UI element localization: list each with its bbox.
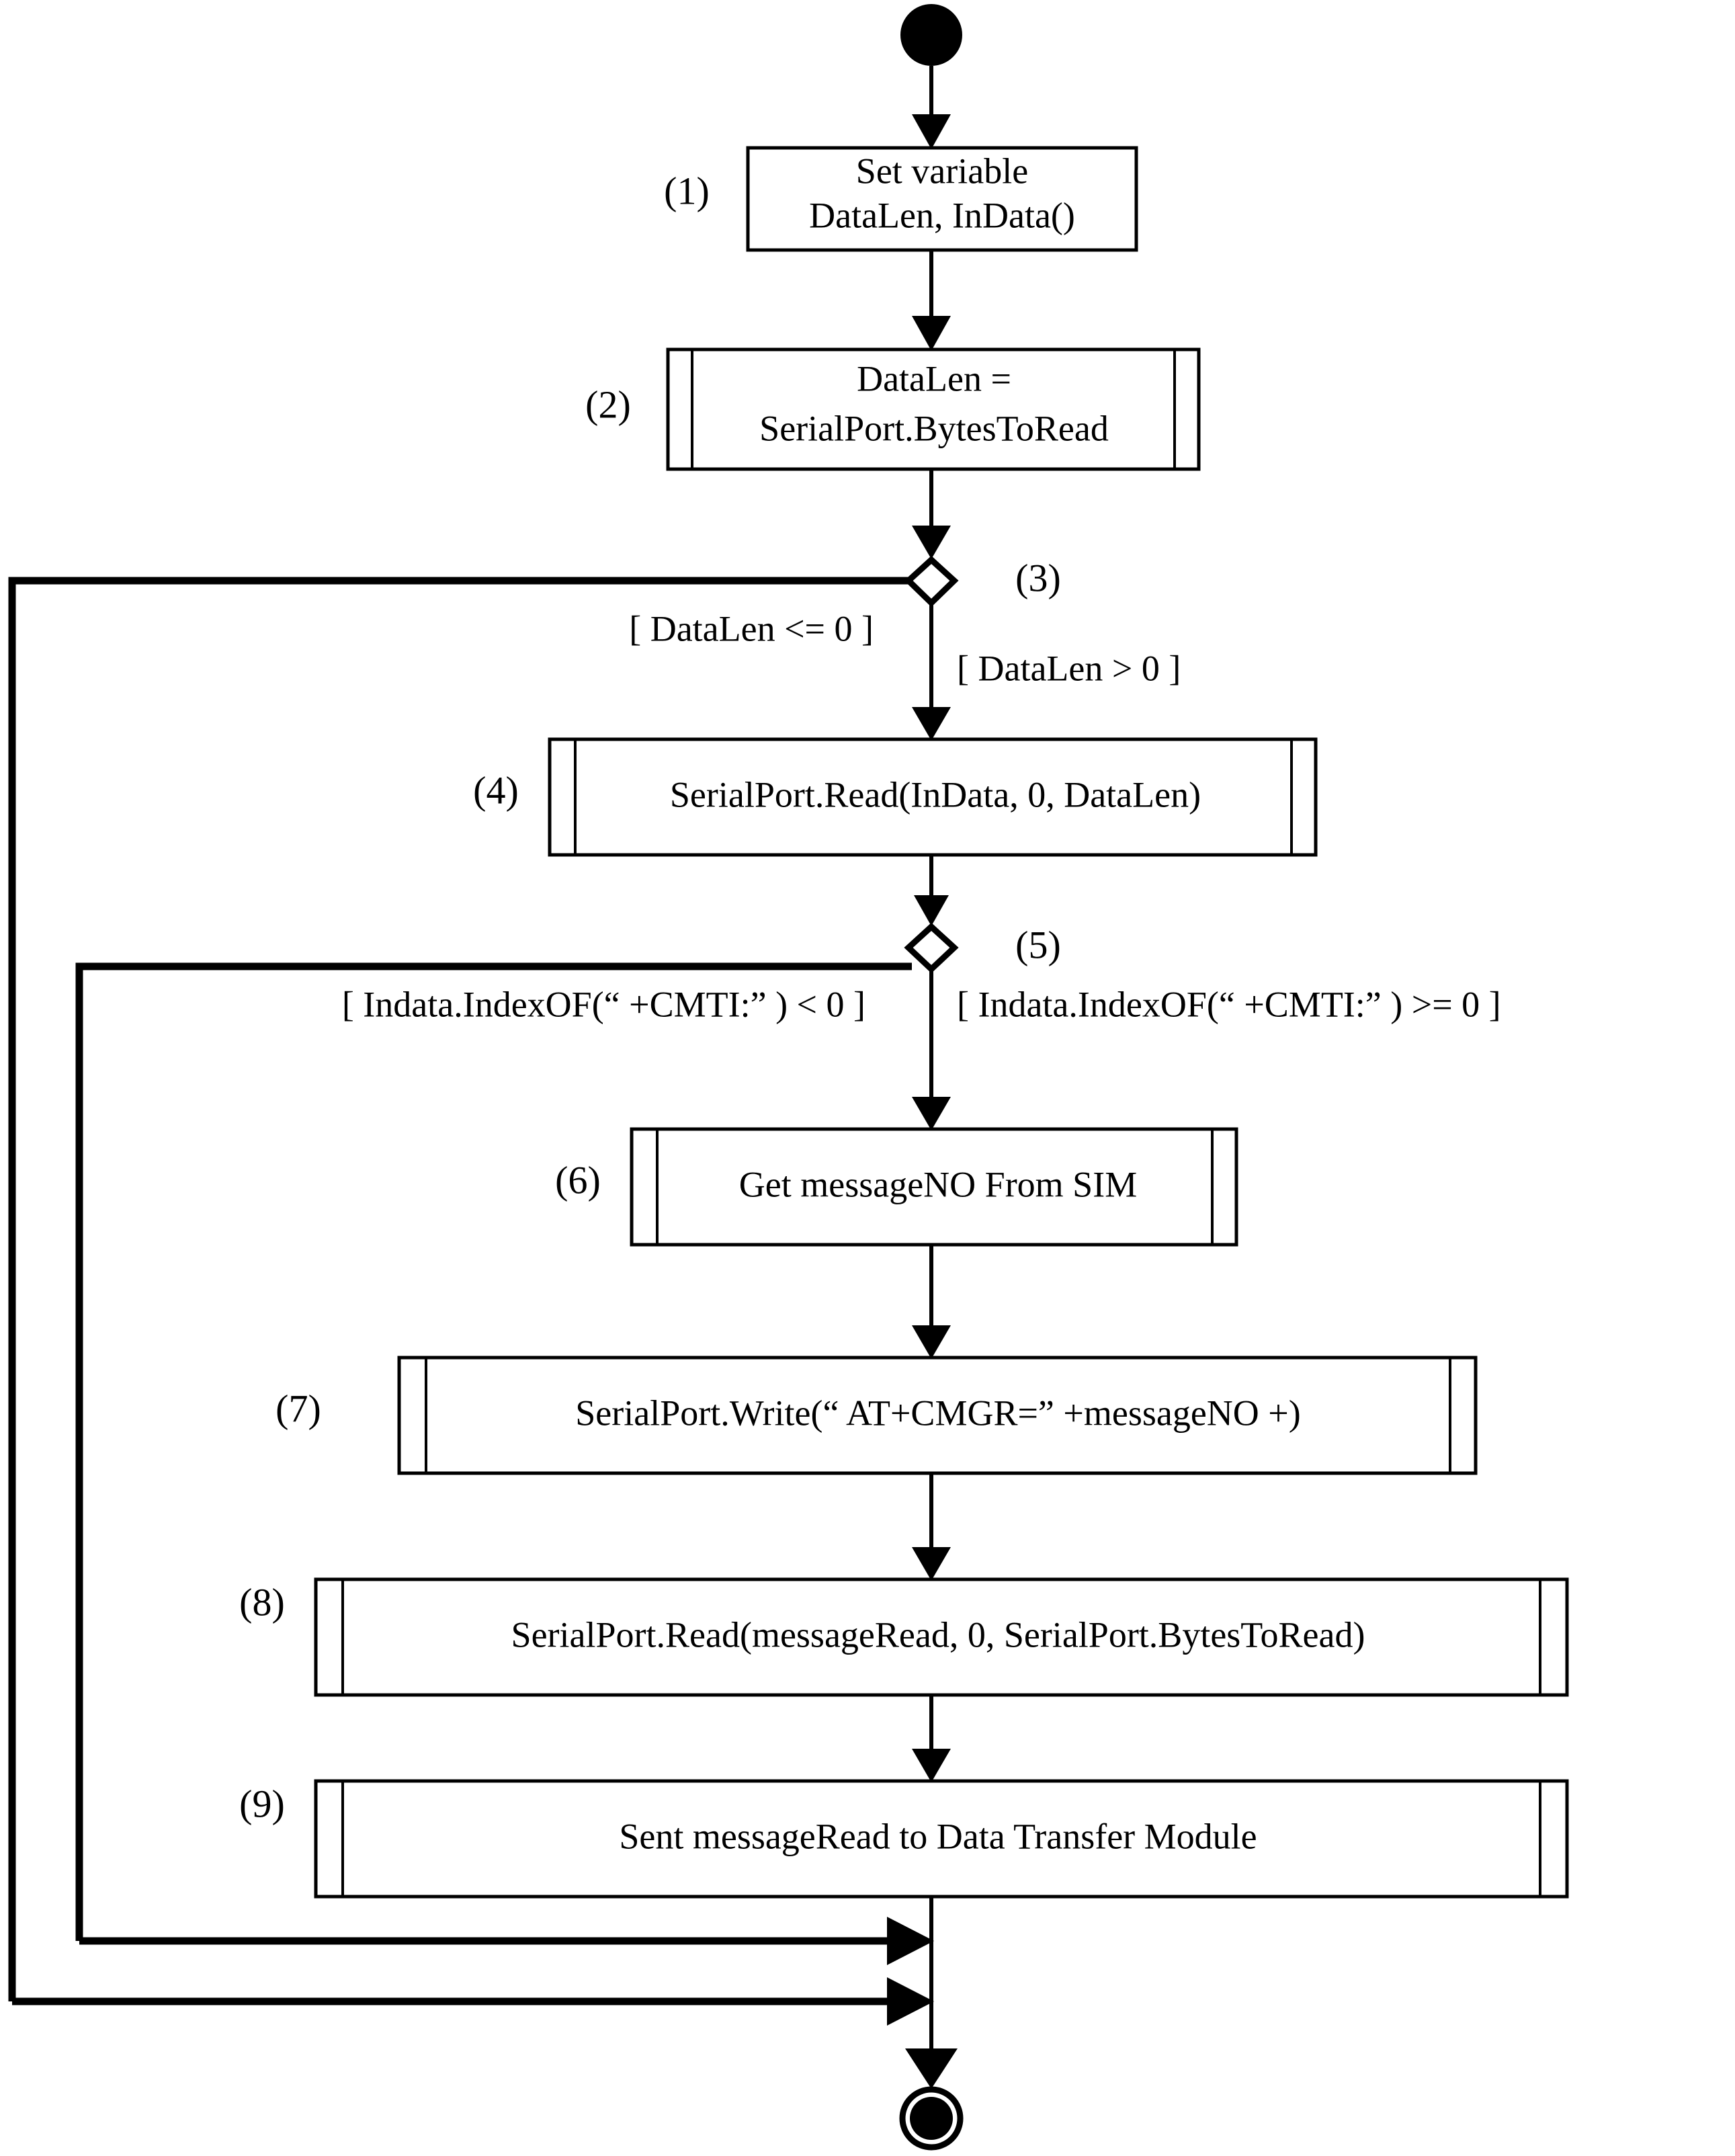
- action-box-6-line-1: Get messageNO From SIM: [739, 1164, 1137, 1204]
- step-number-4: (4): [473, 768, 519, 812]
- action-box-1-line-1: Set variable: [856, 151, 1028, 191]
- arrowhead-2-to-3: [912, 526, 951, 559]
- action-box-7: [397, 1356, 1478, 1475]
- action-box-2-line-2: SerialPort.BytesToRead: [759, 408, 1109, 448]
- action-box-4-line-1: SerialPort.Read(InData, 0, DataLen): [670, 774, 1201, 815]
- guard-label-5-left: [ Indata.IndexOF(“ +CMTI:” ) < 0 ]: [342, 984, 865, 1024]
- arrowhead-1-to-2: [912, 316, 951, 351]
- arrowhead-7-to-8: [912, 1547, 951, 1581]
- action-box-8-line-1: SerialPort.Read(messageRead, 0, SerialPo…: [511, 1614, 1365, 1655]
- guard-label-3-left: [ DataLen <= 0 ]: [629, 608, 874, 649]
- action-box-9-line-1: Sent messageRead to Data Transfer Module: [619, 1816, 1257, 1856]
- arrowhead-start-to-1: [912, 114, 951, 149]
- loop-edge-outer-from-3: [8, 577, 908, 2001]
- step-number-5: (5): [1015, 923, 1061, 966]
- arrowhead-loop-merge-outer: [887, 1977, 934, 2026]
- step-number-6: (6): [555, 1158, 601, 1202]
- loop-edge-inner-from-5: [75, 962, 912, 1941]
- arrowhead-3-to-4: [912, 707, 951, 741]
- initial-node: [900, 4, 962, 66]
- action-box-1: [746, 146, 1138, 252]
- action-box-7-line-1: SerialPort.Write(“ AT+CMGR=” +messageNO …: [575, 1393, 1300, 1433]
- action-box-4: [548, 737, 1318, 857]
- step-number-1: (1): [664, 169, 710, 212]
- step-number-7: (7): [276, 1386, 321, 1430]
- step-number-2: (2): [585, 382, 631, 426]
- arrowhead-4-to-5: [914, 895, 949, 926]
- decision-node-3: [904, 555, 959, 608]
- action-box-1-line-2: DataLen, InData(): [809, 195, 1075, 235]
- action-box-2-line-1: DataLen =: [857, 358, 1011, 399]
- action-box-6: [630, 1127, 1238, 1247]
- action-box-9: [314, 1779, 1569, 1899]
- step-number-8: (8): [239, 1580, 285, 1624]
- action-box-8: [314, 1577, 1569, 1697]
- guard-label-3-down: [ DataLen > 0 ]: [957, 648, 1181, 688]
- step-number-9: (9): [239, 1782, 285, 1825]
- arrowhead-5-to-6: [912, 1097, 951, 1130]
- final-node-core: [910, 2097, 953, 2140]
- action-box-2: [666, 347, 1201, 471]
- decision-node-5: [904, 922, 959, 974]
- arrowhead-to-final-node: [905, 2048, 958, 2089]
- arrowhead-8-to-9: [912, 1749, 951, 1782]
- step-number-3: (3): [1015, 556, 1061, 599]
- arrowhead-loop-merge-inner: [887, 1917, 934, 1965]
- guard-label-5-down: [ Indata.IndexOF(“ +CMTI:” ) >= 0 ]: [957, 984, 1501, 1024]
- arrowhead-6-to-7: [912, 1325, 951, 1359]
